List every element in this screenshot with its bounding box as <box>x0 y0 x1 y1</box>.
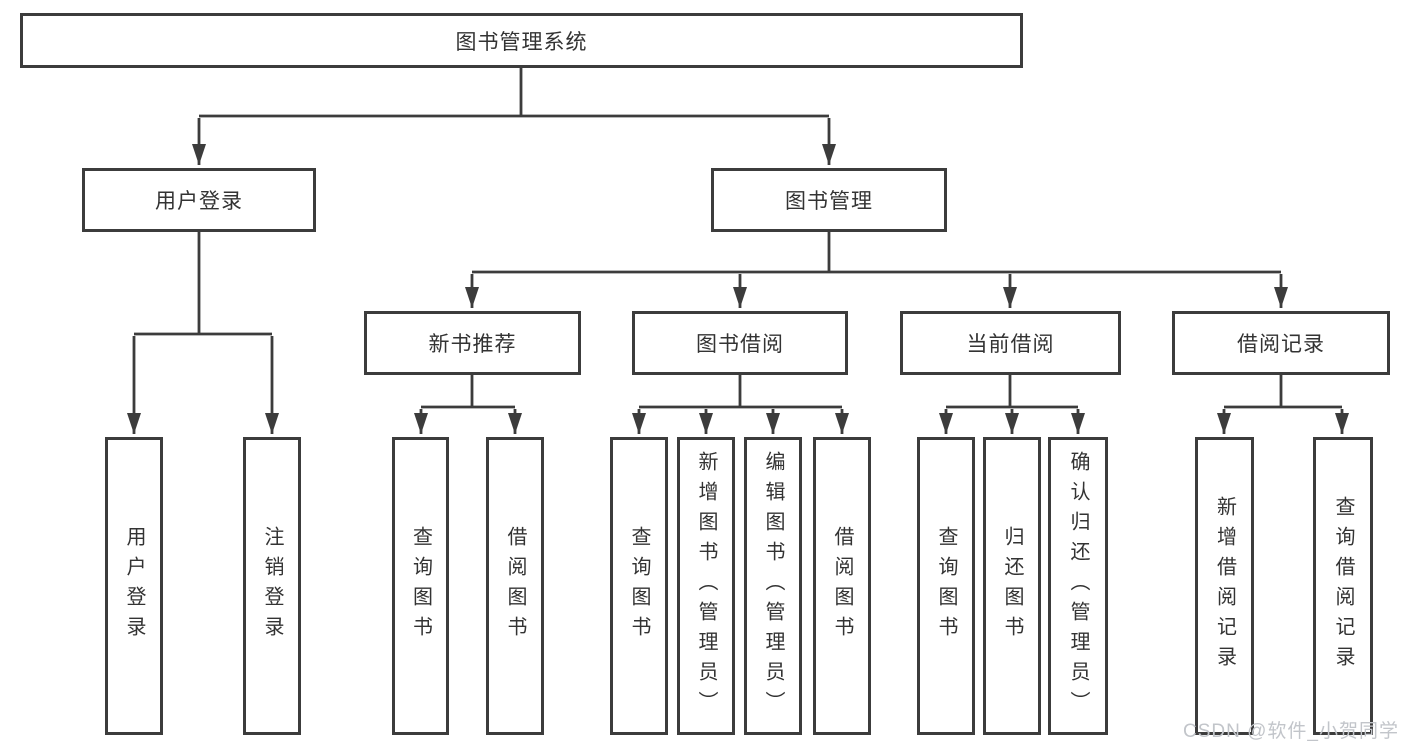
leaf-add-book-admin: 新增图书（管理员） <box>677 437 735 735</box>
leaf-query-borrow-record: 查询借阅记录 <box>1313 437 1373 735</box>
leaf-query-book-3: 查询图书 <box>917 437 975 735</box>
csdn-watermark: CSDN @软件_小贺同学 <box>1183 721 1399 742</box>
leaf-user-login: 用户登录 <box>105 437 163 735</box>
node-book-management: 图书管理 <box>711 168 947 232</box>
node-new-book-recommend: 新书推荐 <box>364 311 581 375</box>
leaf-return-book: 归还图书 <box>983 437 1041 735</box>
leaf-borrow-book-2: 借阅图书 <box>813 437 871 735</box>
node-current-borrow: 当前借阅 <box>900 311 1121 375</box>
leaf-logout: 注销登录 <box>243 437 301 735</box>
elbow-lines <box>134 68 1342 409</box>
leaf-borrow-book-1: 借阅图书 <box>486 437 544 735</box>
leaf-query-book-2: 查询图书 <box>610 437 668 735</box>
node-book-borrow: 图书借阅 <box>632 311 848 375</box>
leaf-confirm-return-admin: 确认归还（管理员） <box>1048 437 1108 735</box>
leaf-edit-book-admin: 编辑图书（管理员） <box>744 437 802 735</box>
leaf-add-borrow-record: 新增借阅记录 <box>1195 437 1254 735</box>
node-user-login: 用户登录 <box>82 168 316 232</box>
node-root: 图书管理系统 <box>20 13 1023 68</box>
node-borrow-records: 借阅记录 <box>1172 311 1390 375</box>
leaf-query-book-1: 查询图书 <box>392 437 449 735</box>
